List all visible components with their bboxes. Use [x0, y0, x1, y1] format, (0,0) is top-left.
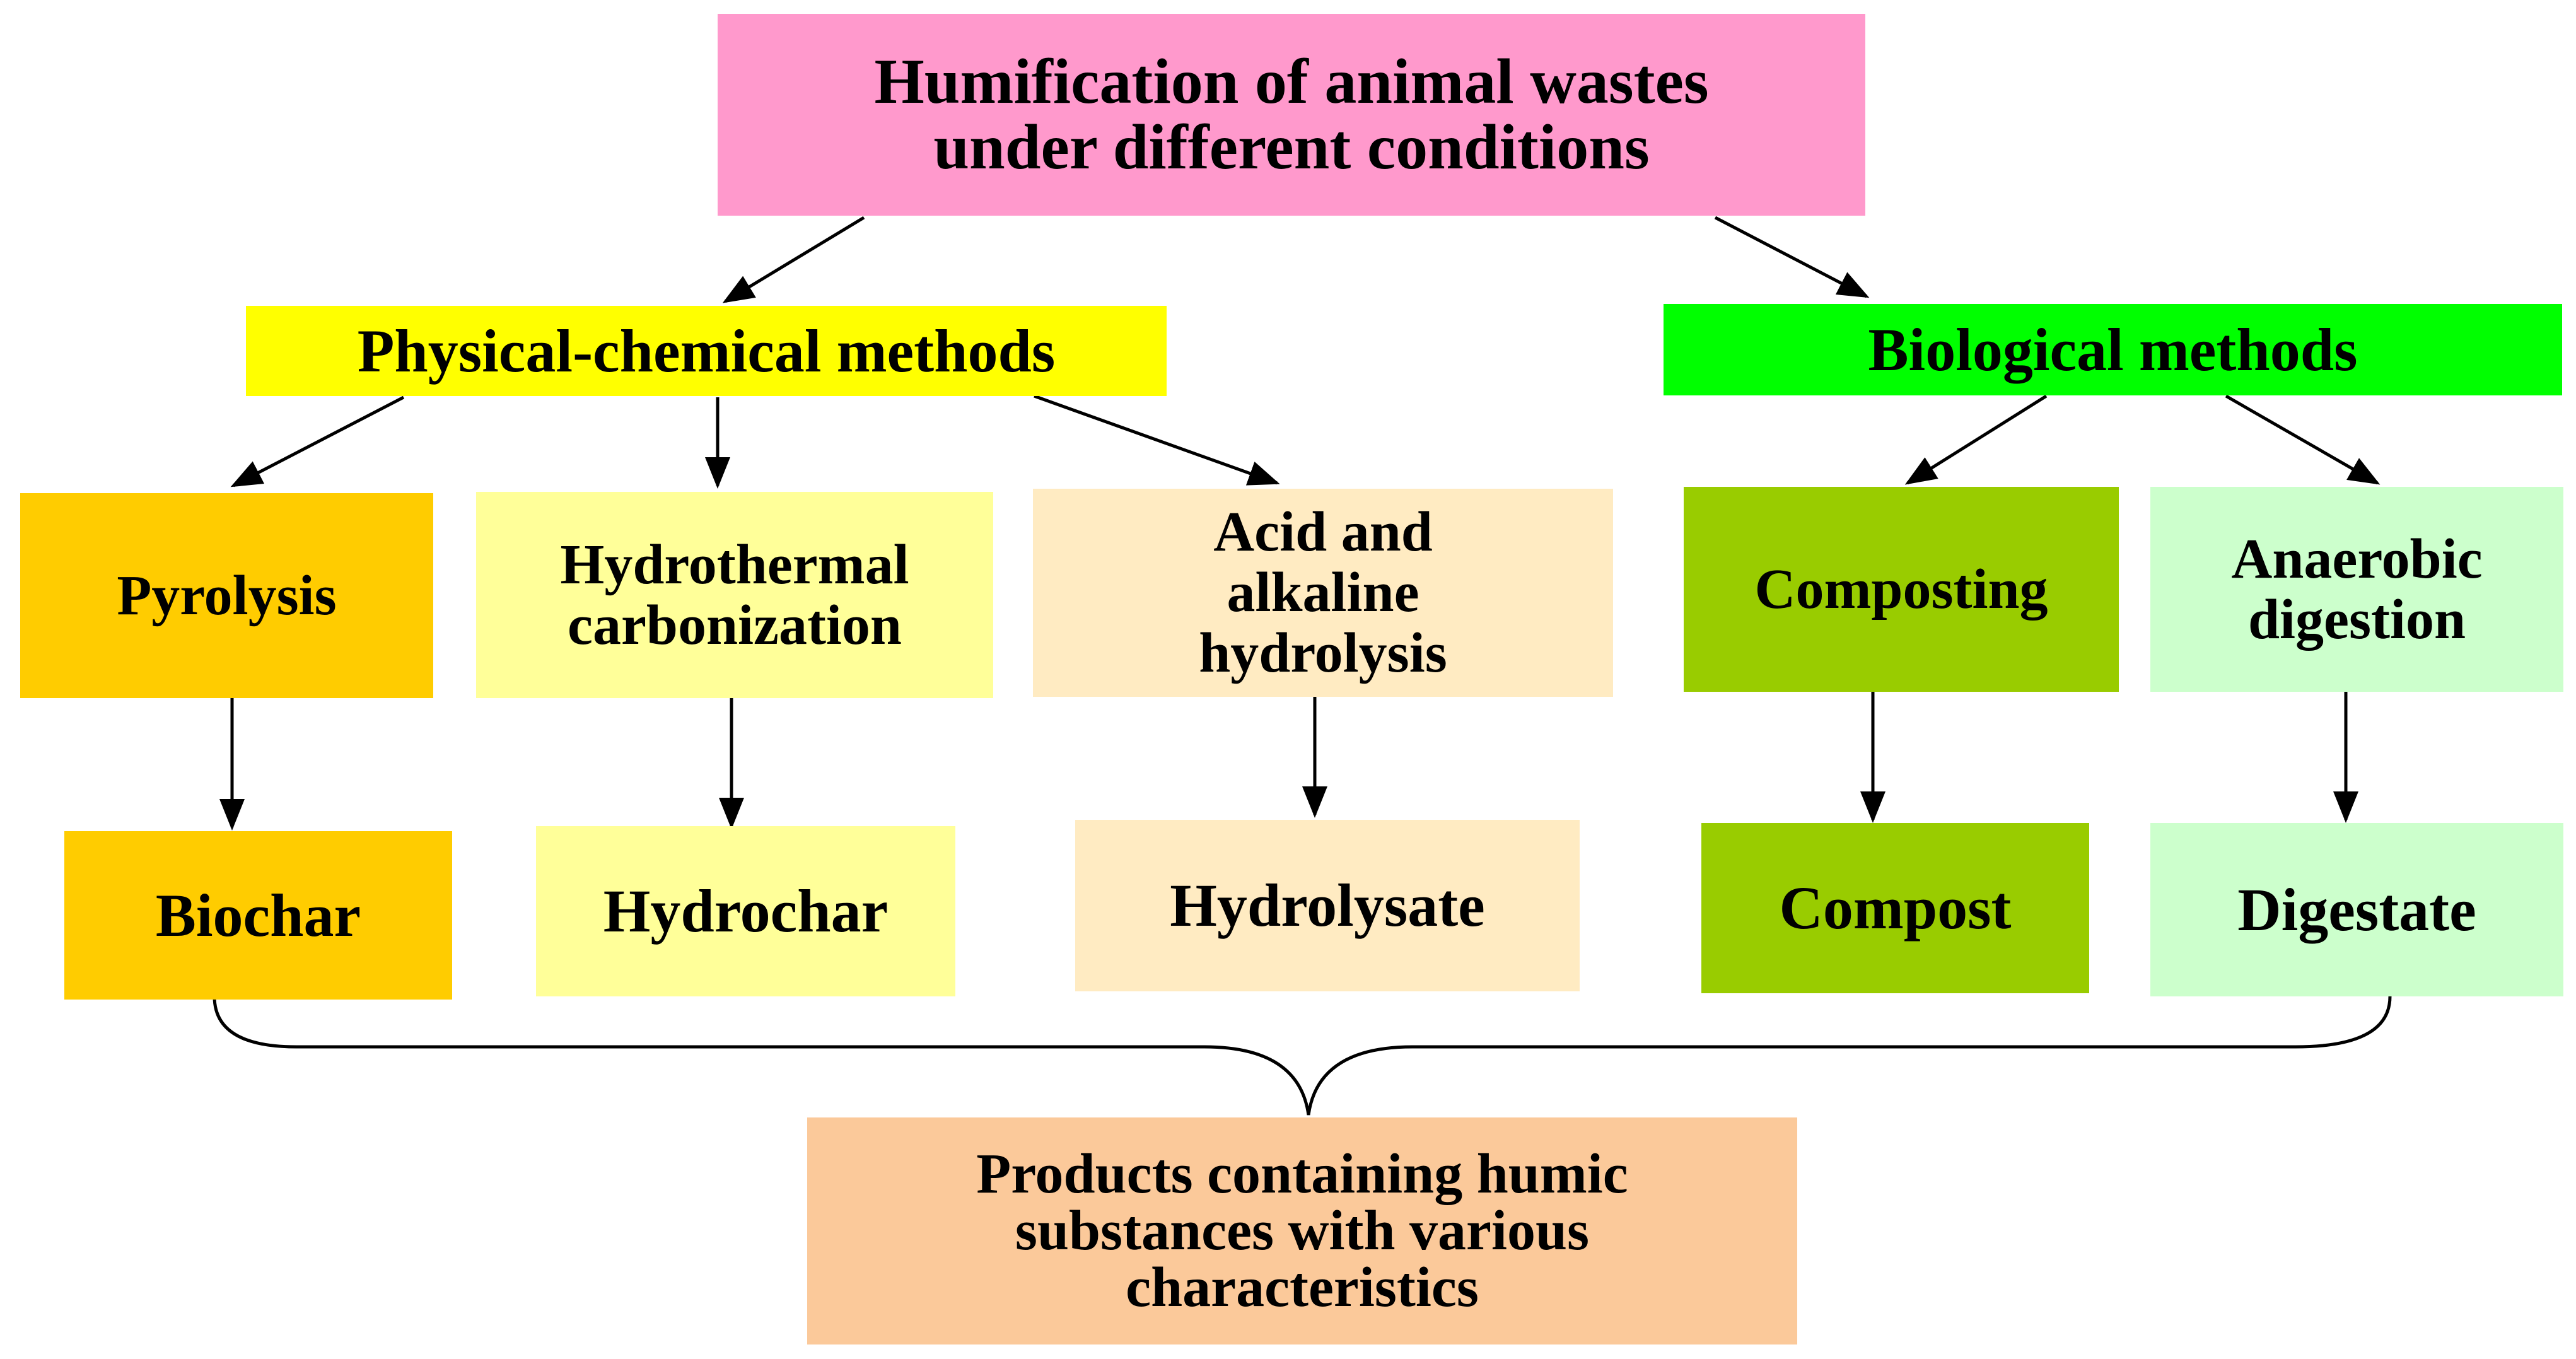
physical-chemical-methods-box: Physical-chemical methods: [246, 306, 1167, 396]
arrow-physical-chemical-to-pyrolysis: [230, 395, 405, 487]
acid-alkaline-line-1: Acid and: [1213, 501, 1433, 563]
title-line-2: under different conditions: [933, 112, 1650, 183]
anaerobic-line-1: Anaerobic: [2231, 527, 2483, 590]
final-line-2: substances with various: [1015, 1199, 1590, 1262]
acid-alkaline-hydrolysis-box: Acid and alkaline hydrolysis: [1033, 489, 1613, 697]
biological-methods-box: Biological methods: [1664, 304, 2562, 395]
arrow-title-to-biological: [1714, 216, 1870, 298]
arrow-biological-to-composting: [1904, 394, 2048, 485]
physical-chemical-methods-label: Physical-chemical methods: [357, 317, 1056, 385]
biological-methods-label: Biological methods: [1868, 315, 2358, 383]
biochar-box: Biochar: [64, 831, 452, 1000]
anaerobic-digestion-box: Anaerobic digestion: [2150, 487, 2563, 692]
arrow-physical-chemical-to-acid-alkaline: [1034, 394, 1280, 486]
final-line-3: characteristics: [1126, 1256, 1479, 1319]
arrow-title-to-physical-chemical: [722, 216, 865, 303]
composting-box: Composting: [1684, 487, 2119, 692]
digestate-box: Digestate: [2150, 823, 2563, 996]
digestate-label: Digestate: [2237, 875, 2476, 943]
grouping-brace: [213, 996, 2392, 1116]
compost-label: Compost: [1779, 874, 2012, 942]
title-line-1: Humification of animal wastes: [874, 46, 1709, 117]
hydrolysate-label: Hydrolysate: [1170, 872, 1485, 939]
anaerobic-line-2: digestion: [2247, 588, 2466, 651]
hydrolysate-box: Hydrolysate: [1075, 820, 1580, 991]
hydrochar-box: Hydrochar: [536, 826, 955, 996]
acid-alkaline-line-3: hydrolysis: [1199, 622, 1447, 684]
hydrothermal-line-1: Hydrothermal: [560, 533, 909, 596]
final-line-1: Products containing humic: [976, 1143, 1628, 1205]
hydrothermal-line-2: carbonization: [568, 593, 902, 656]
hydrothermal-carbonization-box: Hydrothermal carbonization: [476, 492, 993, 698]
biochar-label: Biochar: [155, 881, 361, 949]
arrow-biological-to-anaerobic: [2225, 394, 2381, 485]
pyrolysis-label: Pyrolysis: [117, 564, 337, 627]
title-box: Humification of animal wastes under diff…: [718, 14, 1865, 216]
compost-box: Compost: [1701, 823, 2089, 993]
hydrochar-label: Hydrochar: [603, 877, 889, 945]
pyrolysis-box: Pyrolysis: [20, 493, 433, 698]
composting-label: Composting: [1754, 557, 2048, 621]
final-products-box: Products containing humic substances wit…: [807, 1117, 1797, 1344]
acid-alkaline-line-2: alkaline: [1227, 561, 1419, 624]
